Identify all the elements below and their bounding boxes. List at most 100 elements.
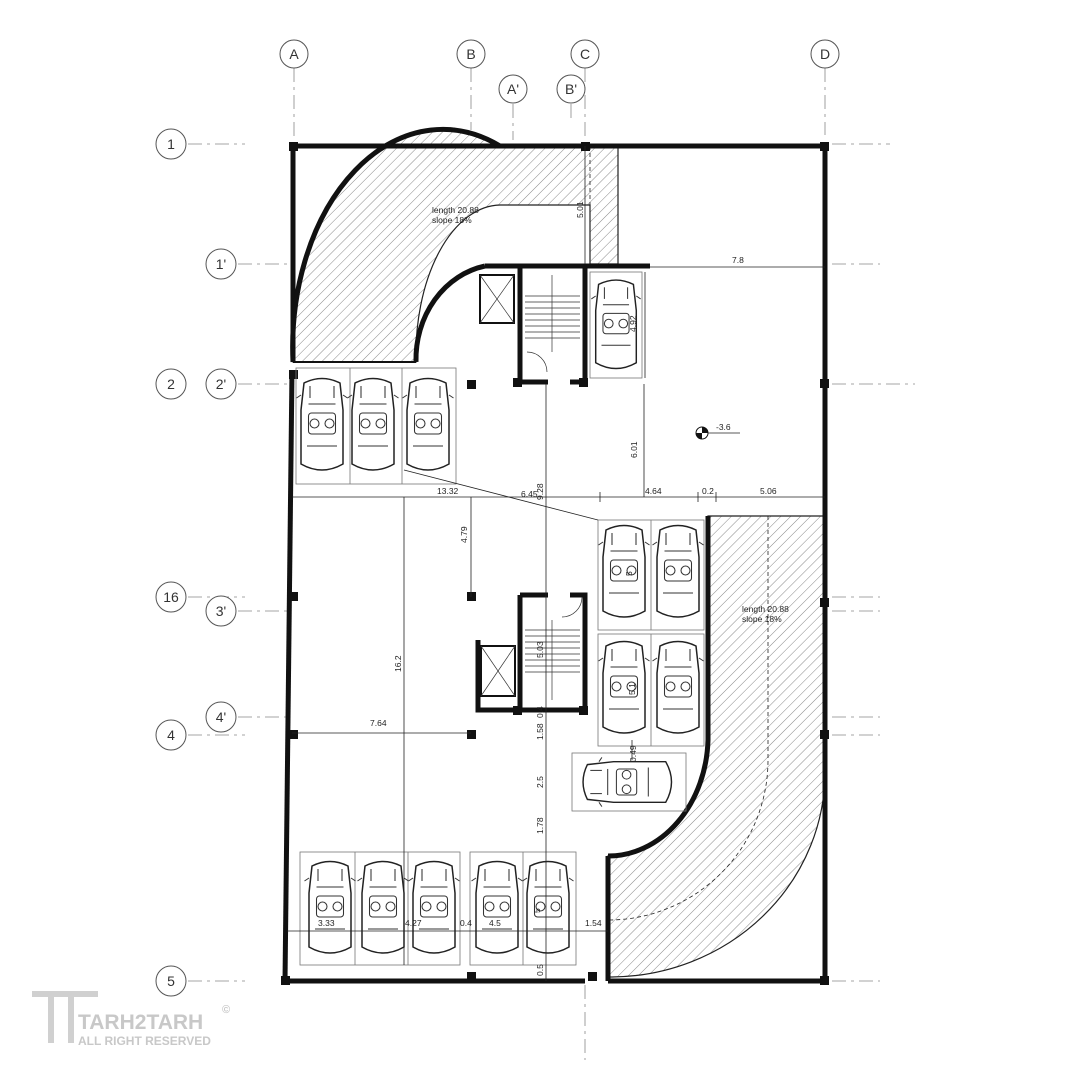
car-icon: [407, 860, 461, 954]
car-icon: [597, 640, 651, 734]
parking-bay: [589, 271, 643, 379]
dim-label: 0.4: [460, 918, 472, 928]
car-icon: [346, 377, 400, 471]
ramp-length-label: length 20.88: [742, 604, 789, 614]
car-icon: [651, 640, 705, 734]
exterior-walls: [282, 126, 828, 984]
grid-label-d: D: [820, 46, 830, 62]
dimension-lines: [287, 146, 825, 981]
dim-label: 0.5: [535, 964, 545, 976]
upper-core: [479, 263, 588, 385]
grid-label-a-prime: A': [507, 81, 519, 97]
right-ramp-centerline: [609, 516, 769, 921]
dim-label: 9.28: [535, 483, 545, 500]
grid-bubble-16: 16: [155, 581, 187, 613]
ramp-slope-label: slope 18%: [432, 215, 472, 225]
dim-label: 13.32: [437, 486, 459, 496]
grid-bubble-2: 2: [155, 368, 187, 400]
dim-label: 6.01: [629, 441, 639, 458]
parking-bay: [571, 752, 687, 812]
dim-label: 5.1: [627, 683, 637, 695]
ramp-slope-label: slope 18%: [742, 614, 782, 624]
dim-label: 5.01: [575, 201, 585, 218]
dim-label: 4.5: [489, 918, 501, 928]
grid-label-b: B: [466, 46, 475, 62]
level-label: -3.6: [716, 422, 731, 432]
car-icon: [651, 524, 705, 618]
grid-bubble-b-prime: B': [556, 74, 586, 104]
grid-label-4-prime: 4': [216, 709, 226, 725]
car-icon: [582, 756, 673, 808]
dim-label: 0.49: [628, 745, 638, 762]
car-icon: [356, 860, 410, 954]
grid-bubble-1-prime: 1': [205, 248, 237, 280]
top-ramp: [292, 128, 619, 363]
level-marker: -3.6: [695, 422, 740, 440]
dim-label: 4.27: [405, 918, 422, 928]
dim-label: 7.8: [732, 255, 744, 265]
upper-elevator: [479, 274, 515, 324]
dim-label: 5: [624, 571, 634, 576]
dim-label: 7.64: [370, 718, 387, 728]
grid-bubble-a: A: [279, 39, 309, 69]
grid-bubble-b: B: [456, 39, 486, 69]
right-ramp-note: length 20.88 slope 18%: [742, 604, 789, 624]
structural-columns: [281, 142, 829, 985]
dim-label: 16.2: [393, 655, 403, 672]
grid-label-16: 16: [163, 589, 179, 605]
dimension-labels: 5.01 7.8 4.92 6.01 13.32 6.45 9.28 4.64 …: [318, 201, 777, 976]
lower-elevator: [480, 645, 516, 697]
grid-bubbles: A B A' C B' D 1 1': [155, 39, 840, 997]
grid-bubble-5: 5: [155, 965, 187, 997]
parking-bay-group: [299, 851, 461, 966]
grid-bubble-4-prime: 4': [205, 701, 237, 733]
grid-label-2-prime: 2': [216, 376, 226, 392]
upper-stair-treads: [525, 295, 580, 339]
parking-bay-group: [295, 367, 457, 485]
dim-label: 0.4: [535, 706, 545, 718]
grid-bubble-c: C: [570, 39, 600, 69]
dim-label: 4.64: [645, 486, 662, 496]
logo-brand: TARH2TARH: [78, 1011, 203, 1034]
grid-bubble-a-prime: A': [498, 74, 528, 104]
car-icon: [401, 377, 455, 471]
ramp-length-label: length 20.88: [432, 205, 479, 215]
dim-label: 0.2: [702, 486, 714, 496]
dim-label: 1.78: [535, 817, 545, 834]
logo-copyright: ©: [222, 1004, 230, 1016]
dim-label: 6.45: [521, 489, 538, 499]
dim-label: 5.06: [760, 486, 777, 496]
grid-bubble-2-prime: 2': [205, 368, 237, 400]
grid-label-1-prime: 1': [216, 256, 226, 272]
grid-label-c: C: [580, 46, 590, 62]
lower-core: [475, 592, 588, 713]
grid-label-b-prime: B': [565, 81, 577, 97]
grid-label-1: 1: [167, 136, 175, 152]
grid-label-2: 2: [167, 376, 175, 392]
grid-bubble-4: 4: [155, 719, 187, 751]
grid-label-4: 4: [167, 727, 175, 743]
car-icon: [470, 860, 524, 954]
car-icon: [521, 860, 575, 954]
lower-stair-treads: [525, 629, 580, 673]
dim-label: 1.54: [585, 918, 602, 928]
grid-bubble-3-prime: 3': [205, 595, 237, 627]
car-icon: [295, 377, 349, 471]
top-ramp-note: length 20.88 slope 18%: [432, 205, 479, 225]
grid-bubble-d: D: [810, 39, 840, 69]
grid-bubble-1: 1: [155, 128, 187, 160]
dim-label: 1.58: [535, 723, 545, 740]
grid-label-5: 5: [167, 973, 175, 989]
parking-bays: [295, 271, 705, 966]
dim-label: 3.33: [318, 918, 335, 928]
car-icon: [597, 524, 651, 618]
dim-label: 4.79: [459, 526, 469, 543]
dim-label: 5.03: [535, 641, 545, 658]
grid-label-3-prime: 3': [216, 603, 226, 619]
grid-label-a: A: [289, 46, 299, 62]
dim-label: 5: [532, 908, 542, 913]
dim-label: 4.92: [628, 315, 638, 332]
logo-tagline: ALL RIGHT RESERVED: [78, 1034, 211, 1048]
car-icon: [303, 860, 357, 954]
